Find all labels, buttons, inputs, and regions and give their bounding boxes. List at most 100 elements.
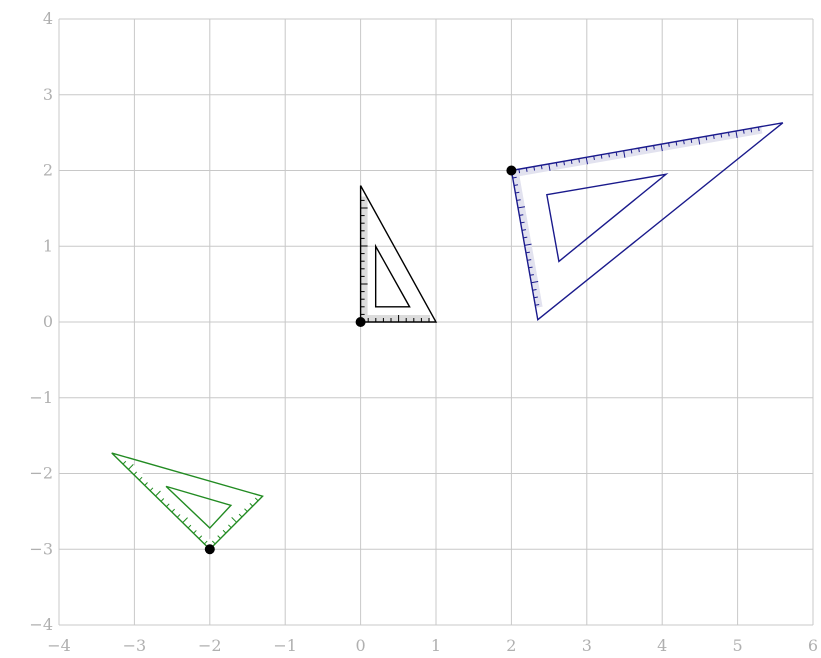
ruler-tick xyxy=(585,157,588,165)
ruler-tick xyxy=(608,153,610,158)
ruler-tick xyxy=(563,161,565,166)
x-tick-label: 3 xyxy=(582,636,592,655)
ruler-tick xyxy=(668,142,670,147)
ruler-tick xyxy=(615,151,618,157)
ruler-tick xyxy=(600,154,603,159)
ruler-tick xyxy=(525,251,530,254)
ruler-tick xyxy=(533,166,536,171)
ruler-tick xyxy=(517,206,525,209)
x-tick-label: 4 xyxy=(657,636,667,655)
ruler-tick xyxy=(593,155,595,161)
ruler-tick xyxy=(683,140,685,145)
ruler-tick xyxy=(519,214,524,216)
y-tick-label: 4 xyxy=(43,9,53,28)
ruler-tick xyxy=(193,530,197,534)
x-tick-label: −3 xyxy=(123,636,147,655)
x-tick-label: 0 xyxy=(356,636,366,655)
ruler-tick xyxy=(529,274,534,276)
ruler-tick xyxy=(520,221,525,224)
ruler-tick xyxy=(623,150,626,158)
ruler-tick xyxy=(713,134,715,139)
ruler-strip xyxy=(511,169,543,308)
ruler-tick xyxy=(217,535,221,539)
triangle-black xyxy=(355,185,438,327)
ruler-tick xyxy=(133,471,138,476)
ruler-tick xyxy=(638,148,640,153)
ruler-tick xyxy=(523,236,528,239)
ruler-tick xyxy=(660,144,663,152)
ruler-tick xyxy=(675,141,678,146)
ruler-tick xyxy=(515,191,520,194)
ruler-tick xyxy=(535,304,540,306)
ruler-tick xyxy=(645,146,648,151)
ruler-tick xyxy=(518,169,521,174)
ruler-tick xyxy=(531,281,539,284)
ruler-strip xyxy=(119,455,215,550)
ruler-tick xyxy=(705,136,708,141)
ruler-tick xyxy=(149,487,154,492)
y-tick-label: −1 xyxy=(29,388,53,407)
ruler-tick xyxy=(527,259,532,261)
x-tick-label: 6 xyxy=(808,636,818,655)
ruler-tick xyxy=(122,460,127,465)
ruler-tick xyxy=(532,289,537,291)
ruler-tick xyxy=(128,464,134,470)
ruler-tick xyxy=(653,145,655,150)
ruler-tick xyxy=(222,529,227,534)
triangle-green xyxy=(111,452,264,555)
ruler-tick xyxy=(187,524,192,529)
x-tick-label: 2 xyxy=(506,636,516,655)
grid xyxy=(58,18,814,626)
ruler-tick xyxy=(171,508,175,513)
ruler-tick xyxy=(138,476,143,481)
ruler-tick xyxy=(211,540,216,545)
y-tick-label: 3 xyxy=(43,85,53,104)
ruler-tick xyxy=(238,513,243,518)
ruler-tick xyxy=(555,162,558,167)
ruler-tick xyxy=(512,176,517,179)
ruler-tick xyxy=(578,158,580,163)
outer-outline xyxy=(359,185,438,323)
ruler-tick xyxy=(513,184,519,186)
ruler-tick xyxy=(144,482,148,486)
ruler-tick xyxy=(757,126,760,132)
ruler-tick xyxy=(516,199,521,201)
y-tick-label: 1 xyxy=(43,236,53,255)
ruler-tick xyxy=(528,266,533,269)
x-tick-label: −4 xyxy=(47,636,71,655)
anchor-point xyxy=(506,165,517,176)
ruler-tick xyxy=(548,163,551,171)
ruler-strip xyxy=(360,196,368,322)
y-tick-label: −3 xyxy=(29,539,53,558)
inner-cutout xyxy=(374,243,411,308)
ruler-strip xyxy=(360,315,430,322)
x-tick-label: −1 xyxy=(273,636,297,655)
ruler-tick xyxy=(521,229,527,231)
ruler-tick xyxy=(727,132,730,137)
ruler-tick xyxy=(742,129,745,134)
ruler-tick xyxy=(720,133,723,138)
ruler-tick xyxy=(524,243,532,246)
ruler-tick xyxy=(182,517,188,523)
inner-cutout xyxy=(165,485,233,530)
ruler-tick xyxy=(204,540,208,545)
ruler-tick xyxy=(155,490,161,497)
ruler-tick xyxy=(166,503,170,508)
ruler-tick xyxy=(540,165,543,170)
x-tick-label: 5 xyxy=(733,636,743,655)
ruler-tick xyxy=(176,514,181,518)
y-tick-label: −4 xyxy=(29,615,53,634)
y-tick-label: 0 xyxy=(43,312,53,331)
anchor-point xyxy=(204,544,215,555)
x-tick-label: −2 xyxy=(198,636,222,655)
ruler-tick xyxy=(690,138,693,143)
ruler-tick xyxy=(231,517,237,523)
set-square-triangles xyxy=(111,122,784,555)
ruler-tick xyxy=(698,137,701,145)
inner-cutout xyxy=(546,173,669,263)
ruler-tick xyxy=(254,497,259,502)
ruler-tick xyxy=(630,149,633,154)
ruler-tick xyxy=(160,498,165,502)
ruler-tick xyxy=(570,159,573,164)
